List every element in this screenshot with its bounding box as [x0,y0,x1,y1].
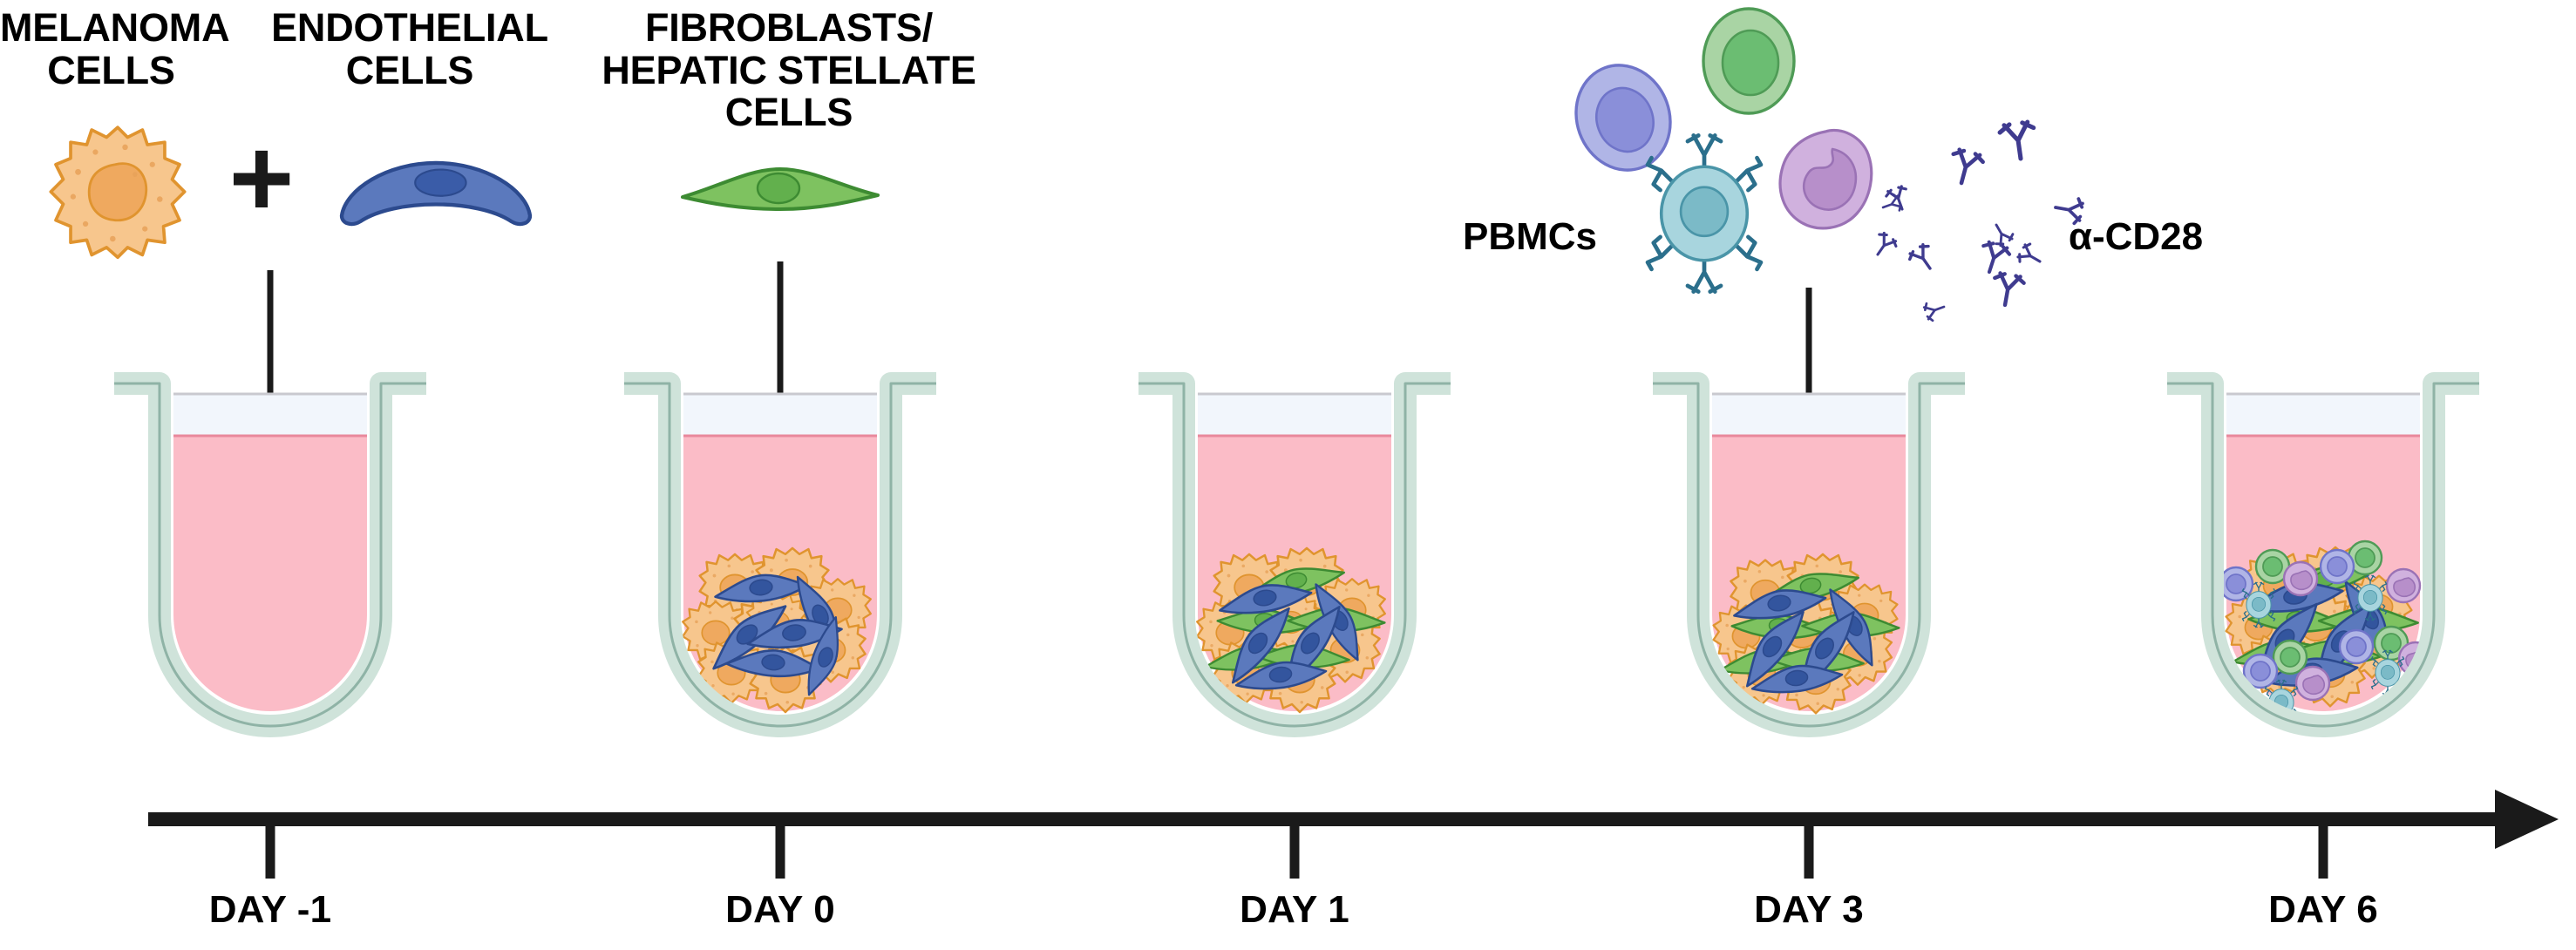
timeline-axis [148,790,2559,879]
lymphocyte-green-icon [2347,539,2383,576]
annotation-alpha-cd28: α-CD28 [2068,215,2204,258]
lymphocyte-blue-icon [2338,628,2375,665]
day-label-minus-1: DAY -1 [208,888,332,931]
infiltrating-immune-cells [2218,539,2434,726]
day-label-1: DAY 1 [1240,888,1349,931]
lymphocyte-blue-icon [2242,653,2279,689]
well-day-0 [624,372,936,737]
well-day-minus-1 [114,372,426,737]
lymphocyte-blue-icon [1574,64,1672,172]
t-cell-icon [1648,135,1761,291]
pbmc-cluster [1574,7,1873,292]
header-melanoma-cells: MELANOMA CELLS [0,5,230,92]
lymphocyte-blue-icon [2218,566,2254,602]
lymphocyte-green-icon [1702,7,1796,115]
day-label-0: DAY 0 [725,888,835,931]
day-label-3: DAY 3 [1754,888,1864,931]
monocyte-purple-icon [1778,128,1873,230]
melanoma-cell-icon [49,126,187,260]
monocyte-purple-icon [2282,560,2319,597]
spheroid-day-6 [2218,539,2434,726]
well-day-6 [2167,372,2479,737]
header-endothelial-cells: ENDOTHELIAL CELLS [271,5,548,92]
seeding-arrows [253,261,1826,562]
well-day-1 [1138,372,1451,737]
header-fibroblasts-hepatic-stellate-cells: FIBROBLASTS/ HEPATIC STELLATE CELLS [602,5,976,135]
antibody-swarm [1867,121,2085,323]
well-day-3 [1653,372,1965,737]
annotation-pbmcs: PBMCs [1462,215,1598,258]
fibroblast-cell-icon [681,167,880,211]
plus-sign: + [229,116,295,241]
endothelial-cell-icon [342,163,530,224]
monocyte-purple-icon [2294,665,2331,702]
lymphocyte-green-icon [2272,639,2308,675]
day-label-6: DAY 6 [2268,888,2378,931]
monocyte-purple-icon [2385,567,2422,604]
lymphocyte-blue-icon [2319,548,2355,585]
